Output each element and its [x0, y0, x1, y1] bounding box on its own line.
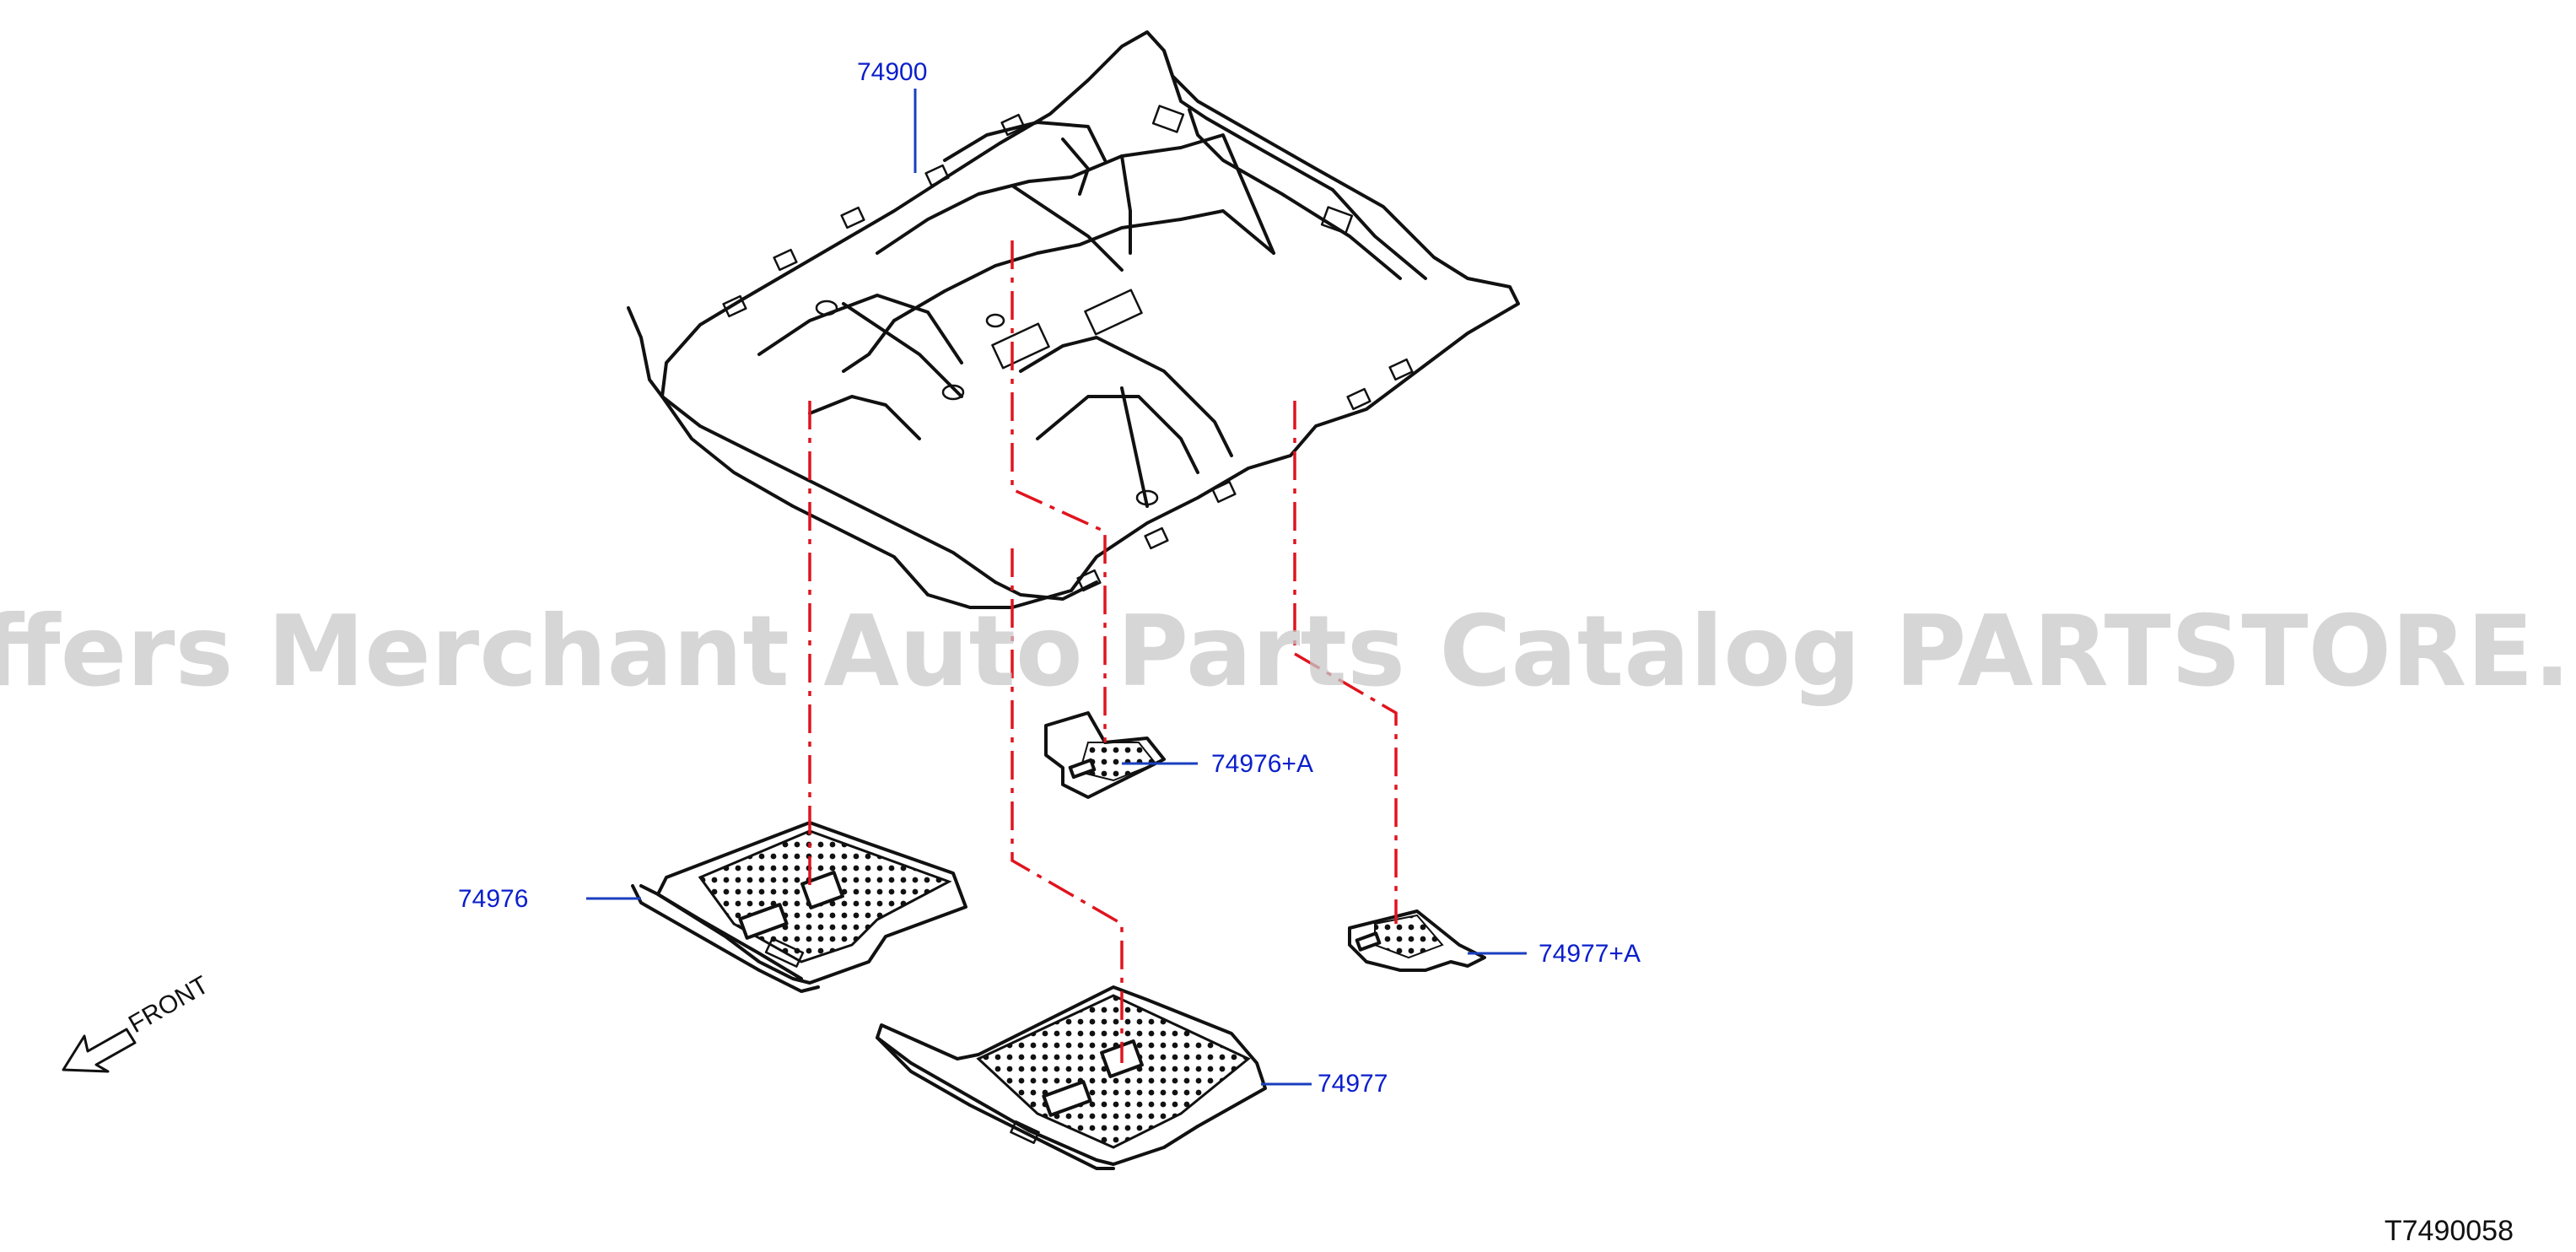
floor-carpet-drawing[interactable]	[627, 30, 1520, 609]
front-direction-indicator: FRONT	[62, 971, 213, 1073]
rear-mat-small-drawing[interactable]	[1348, 909, 1486, 972]
front-floor-mat-drawing[interactable]	[631, 821, 967, 993]
callout-74976-a[interactable]: 74976+A	[1211, 750, 1313, 778]
rear-floor-mat-drawing[interactable]	[876, 985, 1267, 1170]
front-label: FRONT	[124, 971, 213, 1039]
callouts: 74900 74976+A 74976 74977+A 74977	[458, 58, 1641, 1098]
callout-74977-a[interactable]: 74977+A	[1539, 940, 1641, 968]
front-mat-small-drawing[interactable]	[1044, 711, 1166, 799]
front-arrow-icon	[62, 1028, 137, 1073]
watermark: Offers Merchant Auto Parts Catalog PARTS…	[0, 595, 2576, 709]
assembly-lines	[808, 240, 1398, 1063]
callout-74900[interactable]: 74900	[857, 58, 927, 86]
callout-74977[interactable]: 74977	[1318, 1070, 1388, 1098]
callout-74976[interactable]: 74976	[458, 885, 528, 913]
reference-code: T7490058	[2385, 1215, 2514, 1247]
leader-lines	[586, 89, 1527, 1086]
